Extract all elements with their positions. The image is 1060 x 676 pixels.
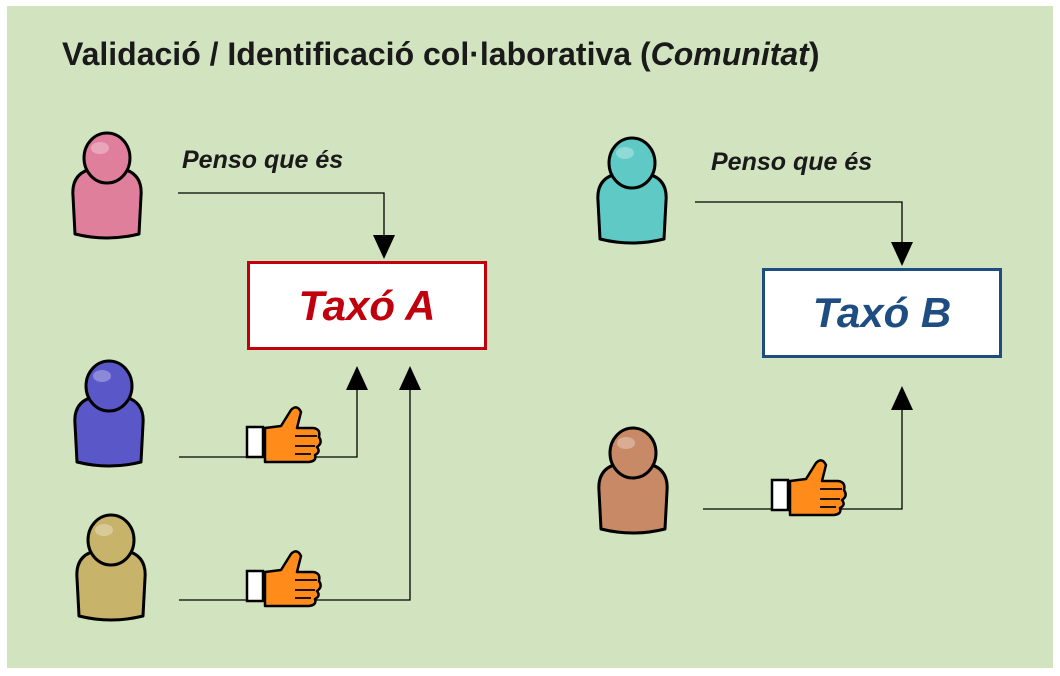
thumbs-up-icon bbox=[245, 406, 322, 464]
thumbs-up-icon bbox=[770, 459, 847, 517]
arrow-icon bbox=[399, 366, 421, 390]
taxon-a-box: Taxó A bbox=[247, 261, 487, 350]
brown-to-taxon-b-line bbox=[703, 410, 903, 510]
arrow-icon bbox=[891, 386, 913, 410]
diagram-title: Validació / Identificació col·laborativa… bbox=[62, 36, 820, 72]
olive-user-icon bbox=[75, 513, 147, 622]
teal-to-taxon-b-line bbox=[695, 201, 903, 242]
brown-user-icon bbox=[597, 426, 669, 535]
connector-lines bbox=[178, 192, 903, 601]
arrow-icon bbox=[373, 235, 395, 259]
arrow-icon bbox=[891, 242, 913, 266]
taxon-b-box: Taxó B bbox=[762, 268, 1002, 358]
blue-user-icon bbox=[73, 359, 145, 468]
proposal-label: Penso que és bbox=[182, 146, 344, 174]
taxon-b-label: Taxó B bbox=[812, 289, 952, 336]
teal-user-icon bbox=[596, 136, 668, 245]
thumbs-up-icon bbox=[245, 550, 322, 608]
community-label: Comunitat bbox=[650, 36, 809, 72]
pink-to-taxon-a-line bbox=[178, 192, 385, 236]
taxon-a-label: Taxó A bbox=[298, 281, 436, 329]
pink-user-icon bbox=[71, 131, 143, 240]
blue-to-taxon-a-line bbox=[179, 390, 358, 458]
proposal-label: Penso que és bbox=[711, 148, 873, 176]
arrow-icon bbox=[346, 366, 368, 390]
